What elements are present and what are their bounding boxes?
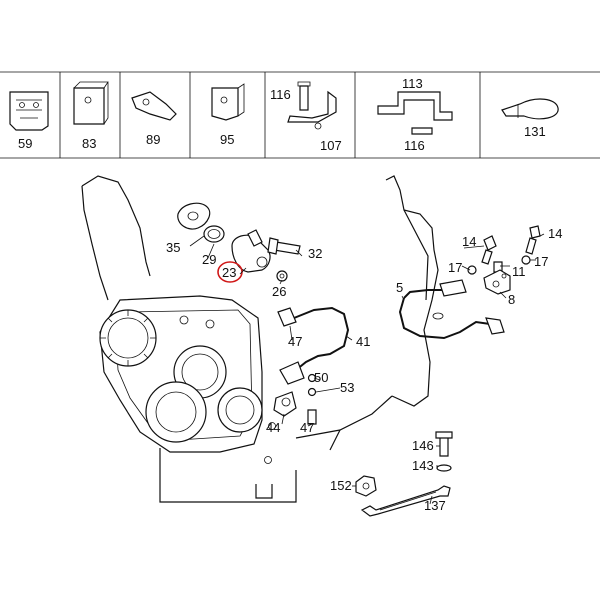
bolt-146-icon (439, 435, 449, 457)
bracket-89-icon (131, 91, 177, 121)
oring-29-icon (203, 225, 225, 243)
leader-lines (189, 233, 545, 505)
bolt-14b-icon (529, 225, 541, 239)
bolt-116-icon (299, 85, 309, 111)
reference-strip: 59 83 89 95 116 107 (0, 71, 600, 159)
engine-block (81, 175, 439, 503)
washer-26-icon (276, 270, 288, 282)
bolt-116b-icon (411, 127, 433, 135)
strip-cell-95[interactable]: 95 (211, 83, 245, 147)
gasket-35-icon (177, 202, 211, 230)
clamp-131-icon (501, 98, 559, 120)
callout-32[interactable]: 32 (308, 246, 322, 261)
strip-label-83: 83 (82, 136, 96, 151)
sensor-assembly (177, 202, 301, 283)
callout-47a[interactable]: 47 (288, 334, 302, 349)
ground-strap (355, 431, 453, 517)
knock-sensor-harness (273, 306, 350, 425)
strip-cell-59[interactable]: 59 (9, 91, 49, 151)
strip-cell-131[interactable]: 131 (501, 98, 559, 139)
callout-23[interactable]: 23 (222, 265, 236, 280)
terminal-5-icon (485, 317, 505, 335)
pulley-lower-icon (145, 381, 207, 443)
strip-cell-83[interactable]: 83 (73, 81, 109, 151)
callout-146[interactable]: 146 (412, 438, 434, 453)
connector-top-icon (277, 307, 297, 327)
callouts: 35 29 23 32 26 5 14 14 17 11 17 8 41 47 … (166, 226, 562, 513)
callout-11[interactable]: 11 (512, 264, 526, 279)
nut-152-icon (355, 475, 377, 497)
knock-sensor-upper-icon (279, 361, 305, 385)
callout-26[interactable]: 26 (272, 284, 286, 299)
strip-label-113: 113 (402, 76, 423, 91)
callout-50[interactable]: 50 (314, 370, 328, 385)
sensor-bracket-hardware (467, 225, 541, 295)
callout-47b[interactable]: 47 (300, 420, 314, 435)
pulley-right-icon (217, 387, 263, 433)
callout-8[interactable]: 8 (508, 292, 515, 307)
callout-29[interactable]: 29 (202, 252, 216, 267)
bracket-8-icon (483, 269, 511, 295)
callout-35[interactable]: 35 (166, 240, 180, 255)
bracket-83-icon (73, 87, 105, 125)
callout-17b[interactable]: 17 (534, 254, 548, 269)
bracket-95-icon (211, 87, 239, 121)
callout-53[interactable]: 53 (340, 380, 354, 395)
strip-label-59: 59 (18, 136, 32, 151)
strip-label-116a: 116 (270, 87, 291, 102)
callout-152[interactable]: 152 (330, 478, 352, 493)
callout-17a[interactable]: 17 (448, 260, 462, 275)
strip-label-131: 131 (524, 124, 546, 139)
strip-cell-107[interactable]: 116 107 (270, 81, 342, 153)
bracket-107-icon (287, 90, 337, 123)
washer-143-icon (436, 464, 452, 472)
callout-14b[interactable]: 14 (548, 226, 562, 241)
callout-137[interactable]: 137 (424, 498, 446, 513)
strip-label-116b: 116 (404, 138, 425, 153)
cable-5 (398, 279, 505, 340)
washer-17b-icon (521, 255, 531, 265)
callout-41[interactable]: 41 (356, 334, 370, 349)
callout-143[interactable]: 143 (412, 458, 434, 473)
callout-5[interactable]: 5 (396, 280, 403, 295)
callout-14a[interactable]: 14 (462, 234, 476, 249)
plug-5-icon (439, 279, 467, 297)
knock-sensor-lower-icon (273, 391, 297, 417)
washer-17a-icon (467, 265, 477, 275)
bolt-14a-icon (483, 235, 497, 251)
strip-label-95: 95 (220, 132, 234, 147)
strip-cell-89[interactable]: 89 (131, 91, 177, 147)
callout-44[interactable]: 44 (266, 420, 280, 435)
bracket-59-icon (9, 91, 49, 131)
strip-cell-113[interactable]: 113 116 (377, 76, 453, 153)
bracket-113-icon (377, 91, 453, 121)
strip-label-89: 89 (146, 132, 160, 147)
strip-label-107: 107 (320, 138, 342, 153)
